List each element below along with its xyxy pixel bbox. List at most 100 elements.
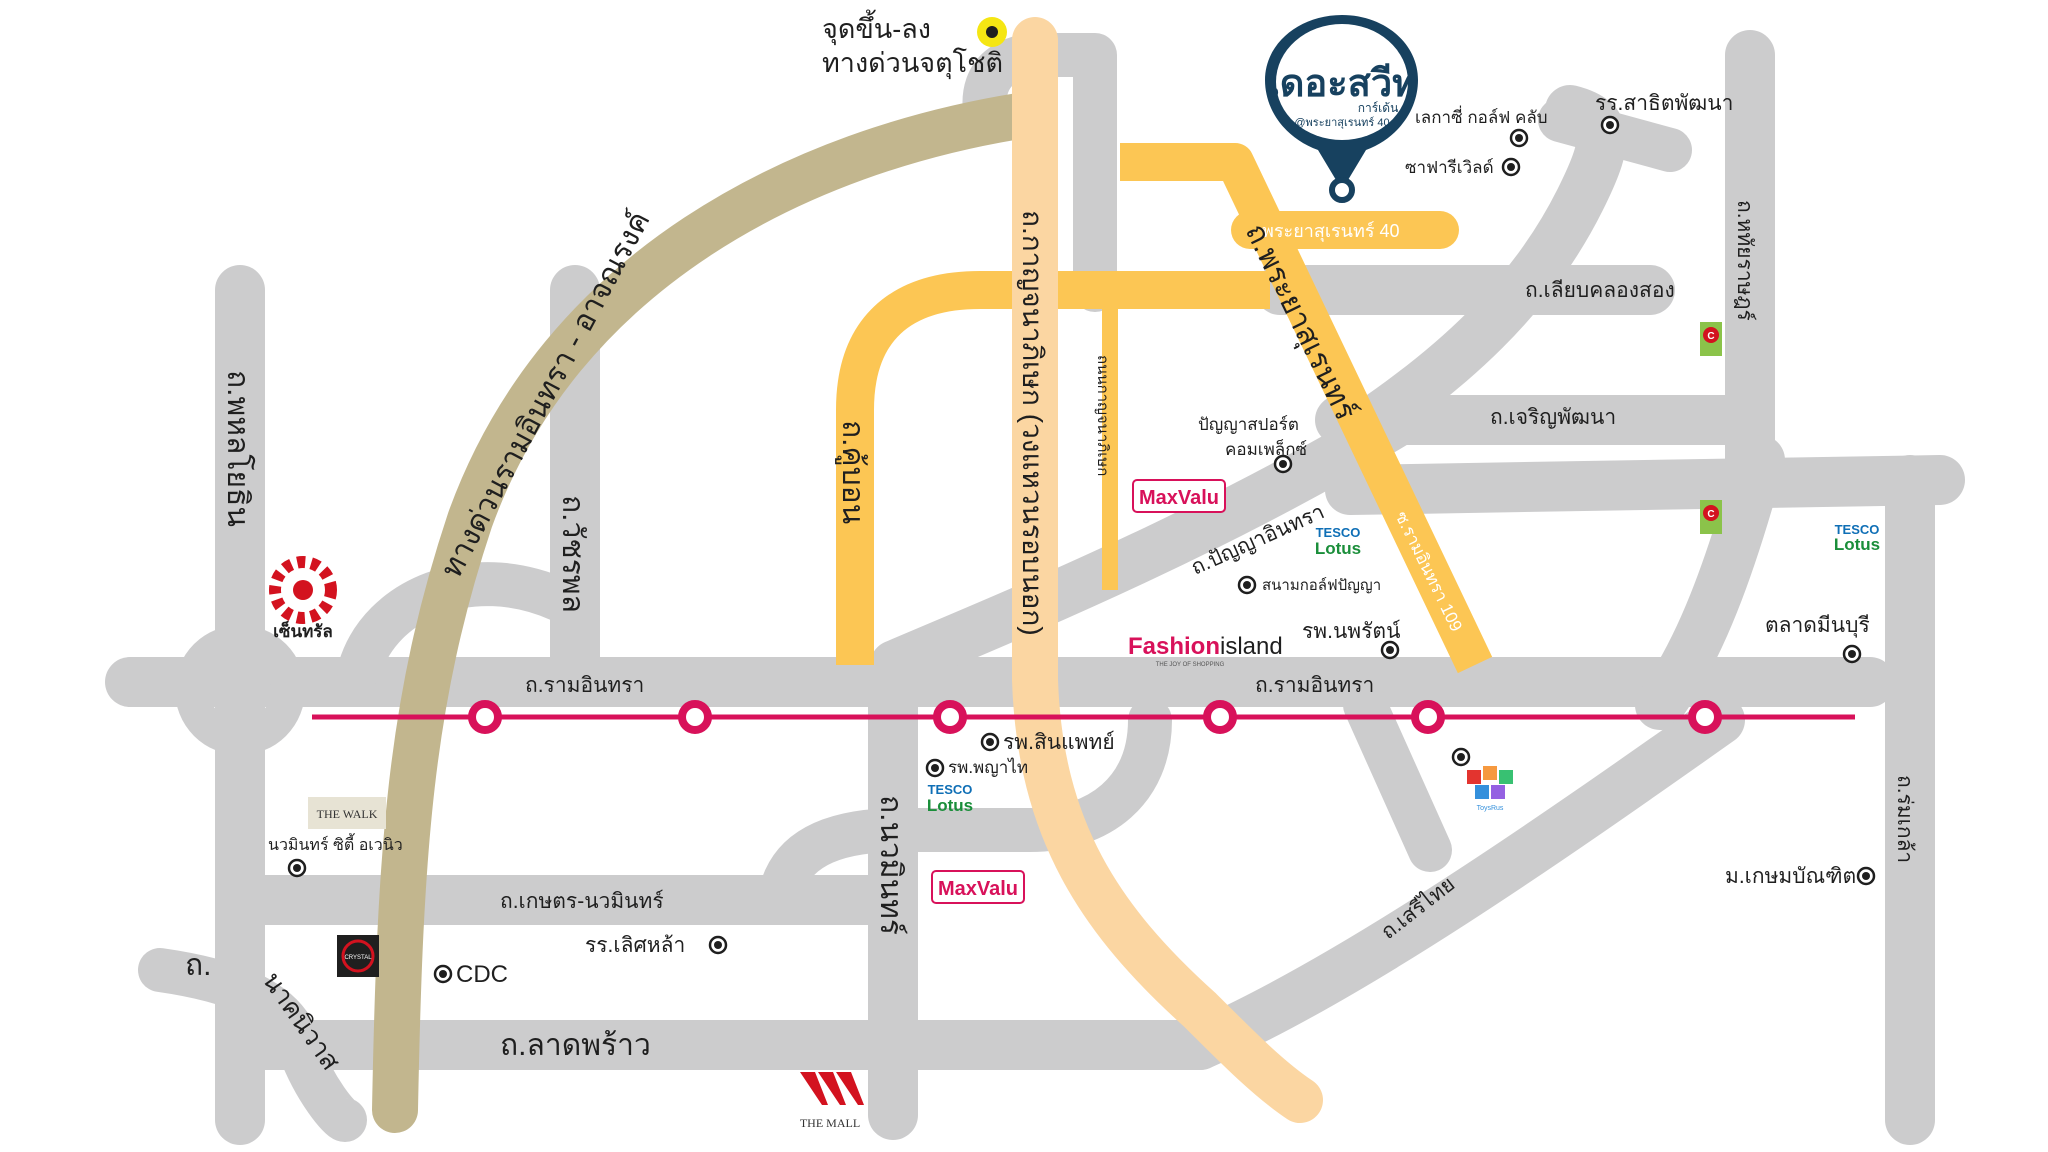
poi-nopparat-label: รพ.นพรัตน์	[1302, 619, 1401, 643]
tesco-lotus-logo-1: TESCO Lotus	[1315, 525, 1361, 558]
poi-cdc-label: CDC	[456, 961, 508, 988]
the-mall-text: THE MALL	[800, 1116, 860, 1130]
crystal-icon	[341, 939, 375, 973]
tesco-text: TESCO	[928, 782, 973, 797]
poi-dot-core	[1457, 753, 1465, 761]
label-watcharaphon: ถ.วัชรพล	[556, 495, 589, 613]
big-c-icon	[1703, 327, 1719, 343]
road-lat-connector	[1343, 683, 1452, 872]
road-east-connector	[1325, 455, 1965, 515]
the-walk-text: THE WALK	[317, 807, 378, 821]
poi-sinphaet-label: รพ.สินแพทย์	[1003, 730, 1115, 754]
poi-dot-core	[1279, 460, 1287, 468]
label-khubon: ถ.คู้บอน	[835, 420, 869, 524]
central-name: เซ็นทรัล	[273, 619, 333, 641]
pin-point	[1329, 177, 1355, 203]
poi-dot-core	[1386, 646, 1394, 654]
toys-block-1	[1467, 770, 1481, 784]
road-outer-ring	[1012, 17, 1323, 1123]
label-phraya-suren: ถ.พระยาสุเรนทร์	[1237, 218, 1363, 426]
points-of-interest: เลกาซี่ กอล์ฟ คลับ รร.สาธิตพัฒนา ซาฟารีเ…	[268, 92, 1876, 988]
station-6	[1688, 700, 1722, 734]
poi-panya-golf-label: สนามกอล์ฟปัญญา	[1262, 577, 1381, 594]
fashion-tagline: THE JOY OF SHOPPING	[1156, 662, 1225, 668]
poi-dot-core	[1507, 163, 1515, 171]
road-satit	[1538, 98, 1692, 172]
poi-minburi-market-label: ตลาดมีนบุรี	[1765, 614, 1870, 638]
station-3	[933, 700, 967, 734]
toys-block-2	[1483, 766, 1497, 780]
maxvalu-text: MaxValu	[938, 878, 1018, 900]
maxvalu-text: MaxValu	[1139, 487, 1219, 509]
toys-logo: ToysRus	[1467, 766, 1513, 812]
maxvalu-bg	[931, 870, 1025, 904]
exit-line-1: จุดขึ้น-ลง	[822, 9, 931, 46]
tesco-lotus-logo-2: TESCO Lotus	[1834, 522, 1880, 554]
poi-dot-core	[1243, 581, 1251, 589]
central-icon	[269, 556, 337, 624]
project-sub2: @พระยาสุเรนทร์ 40	[1294, 116, 1389, 129]
toys-block-5	[1491, 785, 1505, 799]
maxvalu-logo-bottom: MaxValu	[931, 870, 1025, 904]
label-phraya-suren-40: พระยาสุเรนทร์ 40	[1262, 221, 1400, 242]
poi-dot-core	[931, 764, 939, 772]
poi-dot-core	[986, 738, 994, 746]
the-mall-icon	[800, 1072, 864, 1105]
rail-stations	[468, 700, 1722, 734]
road-hathairat-south	[1635, 435, 1785, 730]
big-c-text: C	[1707, 509, 1714, 520]
poi-panya-sport-label-2: คอมเพล็กซ์	[1225, 438, 1307, 459]
poi-dot-core	[1606, 121, 1614, 129]
poi-dot-core	[293, 864, 301, 872]
fashion-island-logo: Fashionisland THE JOY OF SHOPPING	[1128, 633, 1283, 668]
pin-label-bg	[1276, 24, 1408, 140]
crystal-text: CRYSTAL	[344, 955, 372, 961]
big-c-icon	[1703, 505, 1719, 521]
road-khubon	[836, 271, 1040, 665]
poi-panya-sport-label-1: ปัญญาสปอร์ต	[1198, 415, 1299, 434]
toys-block-4	[1475, 785, 1489, 799]
toys-text: ToysRus	[1477, 805, 1504, 812]
poi-phyathai-label: รพ.พญาไท	[948, 757, 1028, 777]
poi-nawamin-city-label: นวมินทร์ ซิตี้ อเวนิว	[268, 833, 403, 854]
maxvalu-bg	[1132, 479, 1226, 513]
label-ramindra-left: ถ.รามอินทรา	[525, 674, 644, 697]
big-c-logo-1: C	[1700, 322, 1722, 356]
crystal-logo: CRYSTAL	[337, 935, 379, 977]
big-c-logo-2: C	[1700, 500, 1722, 534]
exit-marker-core	[986, 26, 998, 38]
project-sub1: การ์เด้น	[1358, 101, 1399, 115]
exit-line-2: ทางด่วนจตุโชติ	[822, 48, 1003, 80]
poi-dot-core	[1848, 650, 1856, 658]
poi-legacy-golf-label: เลกาซี่ กอล์ฟ คลับ	[1415, 105, 1548, 127]
tesco-lotus-logo-3: TESCO Lotus	[927, 782, 973, 815]
brand-logos: เซ็นทรัล MaxValu MaxValu TESCO Lotus TES…	[269, 322, 1880, 1130]
poi-kasem-label: ม.เกษมบัณฑิต	[1725, 865, 1856, 888]
label-left-bottom: ถ.	[185, 949, 212, 982]
label-expressway: ทางด่วนรามอินทรา - อาจณรงค์	[434, 205, 656, 583]
label-charoen-phatthana: ถ.เจริญพัฒนา	[1490, 406, 1616, 429]
label-ladprao: ถ.ลาดพร้าว	[500, 1029, 651, 1062]
label-nawamin: ถ.นวมินทร์	[874, 795, 908, 935]
label-rom-klao: ถ.ร่มเกล้า	[1893, 775, 1916, 863]
road-serithai	[1175, 695, 1745, 1070]
poi-dot-core	[1515, 134, 1523, 142]
maxvalu-logo-top: MaxValu	[1132, 479, 1226, 513]
lotus-text: Lotus	[927, 796, 973, 815]
roundabout	[175, 625, 305, 755]
yellow-road-network	[836, 143, 1493, 674]
central-logo: เซ็นทรัล	[269, 556, 337, 641]
big-c-text: C	[1707, 331, 1714, 342]
label-kaset-nawamin: ถ.เกษตร-นวมินทร์	[500, 889, 664, 913]
project-pin: เดอะสวีท การ์เด้น @พระยาสุเรนทร์ 40	[1265, 15, 1418, 203]
road-kaset-curve	[758, 698, 1172, 917]
the-walk-logo: THE WALK	[308, 797, 386, 829]
expressway-exit: จุดขึ้น-ลง ทางด่วนจตุโชติ	[822, 9, 1007, 80]
expressway-ramindra	[372, 92, 1048, 1133]
poi-dot-core	[714, 941, 722, 949]
central-icon-core	[293, 580, 313, 600]
poi-dot-core	[1862, 872, 1870, 880]
toys-block-3	[1499, 770, 1513, 784]
poi-safari-label: ซาฟารีเวิลด์	[1405, 158, 1494, 177]
tesco-text: TESCO	[1316, 525, 1361, 540]
